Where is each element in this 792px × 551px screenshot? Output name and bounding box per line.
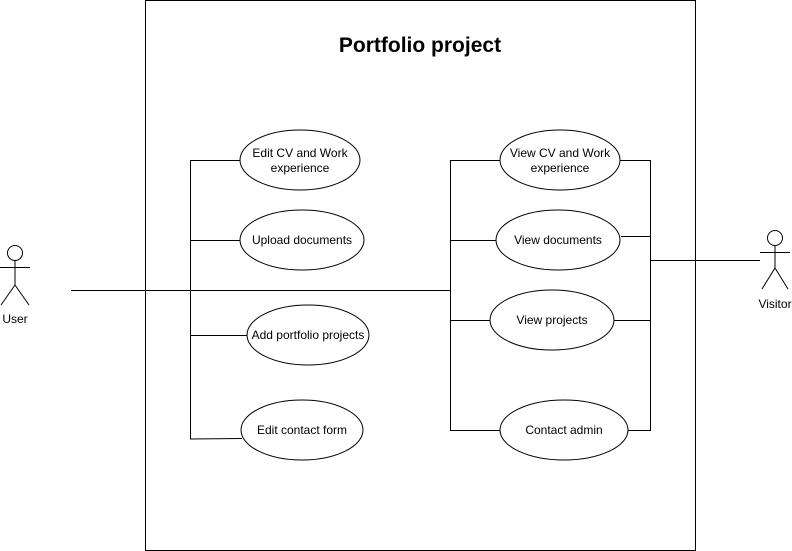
actor-label: Visitor	[758, 297, 791, 311]
connectors	[71, 160, 760, 440]
use-case-contact-admin: Contact admin	[499, 399, 629, 461]
use-case-ellipse	[239, 129, 361, 191]
use-case-edit-contact-form: Edit contact form	[240, 399, 364, 461]
use-case-label: View projects	[516, 313, 587, 327]
use-case-view-documents: View documents	[495, 209, 621, 271]
stick-figure-icon	[760, 230, 790, 290]
use-case-label: experience	[531, 161, 590, 175]
use-case-edit-cv: Edit CV and Work experience	[239, 129, 361, 191]
system-title: Portfolio project	[339, 34, 501, 57]
use-case-ellipse	[499, 129, 621, 191]
use-case-label: View CV and Work	[510, 146, 611, 160]
use-case-label: Add portfolio projects	[252, 328, 365, 342]
use-case-label: Edit contact form	[257, 423, 347, 437]
use-case-ellipse	[246, 304, 370, 366]
actor-visitor: Visitor	[758, 230, 792, 311]
use-case-label: Contact admin	[525, 423, 602, 437]
use-case-add-portfolio-projects: Add portfolio projects	[246, 304, 370, 366]
use-case-ellipse	[239, 209, 365, 271]
stick-figure-icon	[0, 245, 30, 306]
use-case-label: Edit CV and Work	[252, 146, 348, 160]
system-boundary	[145, 0, 696, 551]
use-case-ellipse	[495, 209, 621, 271]
use-case-ellipse	[489, 289, 615, 351]
use-case-upload-documents: Upload documents	[239, 209, 365, 271]
use-case-view-cv: View CV and Work experience	[499, 129, 621, 191]
use-case-label: experience	[271, 161, 330, 175]
left-branch-4	[189, 438, 243, 440]
use-case-ellipse	[499, 399, 629, 461]
use-case-label: Upload documents	[252, 233, 352, 247]
actor-user: User	[0, 245, 30, 326]
use-case-label: View documents	[514, 233, 602, 247]
use-case-view-projects: View projects	[489, 289, 615, 351]
use-case-ellipse	[240, 399, 364, 461]
actor-label: User	[2, 312, 27, 326]
